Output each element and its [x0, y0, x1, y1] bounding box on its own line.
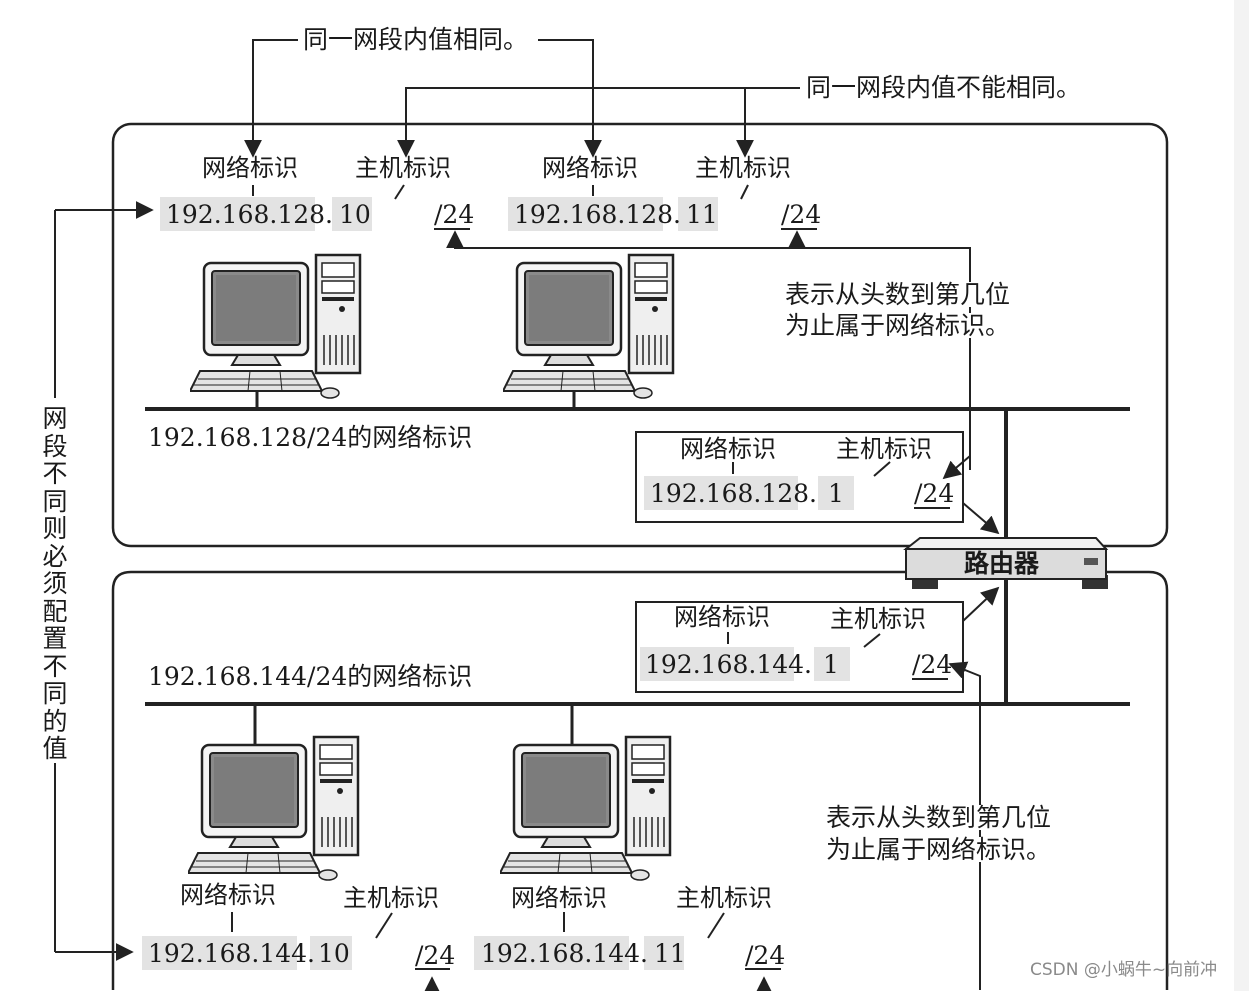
segment-frame-bottom	[111, 570, 1169, 990]
host4-network-label: 网络标识	[511, 884, 607, 912]
host2-network-label: 网络标识	[542, 154, 638, 182]
segment-caption-top: 192.168.128/24的网络标识	[148, 423, 473, 452]
prefix-note-bottom-line1: 表示从头数到第几位	[826, 803, 1052, 832]
host4-host-id: 11	[654, 939, 686, 968]
router-if2-host-id: 1	[823, 650, 839, 679]
host1-host-id: 10	[339, 200, 371, 229]
router-if1-network-label: 网络标识	[680, 435, 776, 463]
host2-host-id: 11	[686, 200, 718, 229]
prefix-note-top-line2: 为止属于网络标识。	[785, 311, 1011, 340]
router-if2-host-label: 主机标识	[830, 605, 926, 633]
router-if1-prefix: /24	[914, 479, 955, 508]
router-if2-network-label: 网络标识	[674, 603, 770, 631]
router-if2-network-id: 192.168.144.	[645, 650, 812, 679]
annotation-same-value: 同一网段内值相同。	[303, 25, 529, 54]
router-if1-host-id: 1	[828, 479, 844, 508]
host3-host-id: 10	[318, 939, 350, 968]
host1-prefix: /24	[434, 200, 475, 229]
router-if2-prefix: /24	[912, 650, 953, 679]
host3-network-label: 网络标识	[180, 881, 276, 909]
segment-caption-bottom: 192.168.144/24的网络标识	[148, 662, 473, 691]
host1-network-label: 网络标识	[202, 154, 298, 182]
annotation-different-value: 同一网段内值不能相同。	[806, 73, 1082, 102]
host1-network-id: 192.168.128.	[166, 200, 333, 229]
host1-host-label: 主机标识	[355, 154, 451, 182]
host3-host-label: 主机标识	[343, 884, 439, 912]
host4-prefix: /24	[745, 941, 786, 970]
host4-host-label: 主机标识	[676, 884, 772, 912]
host2-host-label: 主机标识	[695, 154, 791, 182]
router-if1-host-label: 主机标识	[836, 435, 932, 463]
prefix-note-top-line1: 表示从头数到第几位	[785, 280, 1011, 309]
router-if1-network-id: 192.168.128.	[650, 479, 817, 508]
host3-network-id: 192.168.144.	[148, 939, 315, 968]
watermark: CSDN @小蜗牛~向前冲	[1030, 960, 1218, 980]
host2-network-id: 192.168.128.	[514, 200, 681, 229]
segment-frame-top	[111, 122, 1169, 548]
host3-prefix: /24	[415, 941, 456, 970]
router-label: 路由器	[964, 549, 1040, 578]
side-note: 网段不同则必须配置不同的值	[40, 405, 70, 763]
prefix-note-bottom-line2: 为止属于网络标识。	[826, 835, 1052, 864]
host2-prefix: /24	[781, 200, 822, 229]
host4-network-id: 192.168.144.	[481, 939, 648, 968]
